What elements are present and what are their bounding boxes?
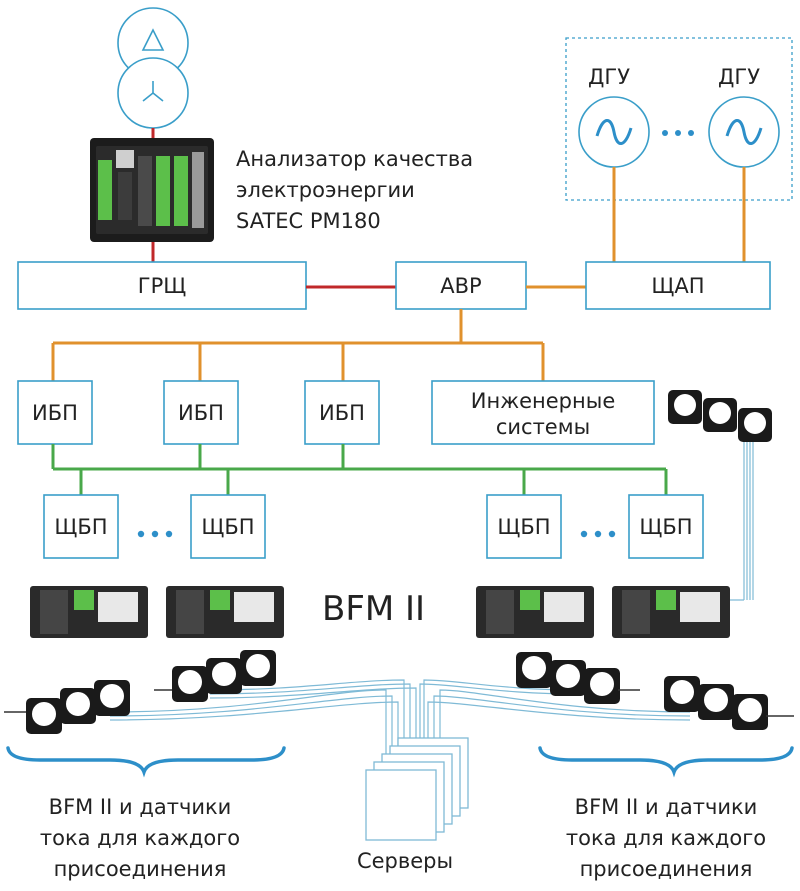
analyzer-label-line1: Анализатор качества xyxy=(236,147,473,171)
bfm-module-3 xyxy=(476,586,594,638)
transformer-symbol xyxy=(117,7,189,129)
current-sensors-bottom-center-left xyxy=(154,650,276,702)
shbp-label-2: ЩБП xyxy=(201,515,254,539)
engineering-systems-box xyxy=(431,380,655,445)
left-caption-line1: BFM II и датчики xyxy=(49,795,232,819)
shbp-box-1 xyxy=(43,494,119,559)
pm180-device-image xyxy=(90,138,214,242)
ibp-label-1: ИБП xyxy=(32,401,78,425)
ibp-box-3 xyxy=(304,380,380,445)
analyzer-label-line3: SATEC PM180 xyxy=(236,209,381,233)
ibp-label-3: ИБП xyxy=(319,401,365,425)
bfm-module-2 xyxy=(166,586,284,638)
engineering-systems-label-1: Инженерные xyxy=(471,389,616,413)
right-caption-line2: тока для каждого xyxy=(566,826,766,850)
current-sensors-bottom-right xyxy=(664,676,794,730)
generator-icon-2 xyxy=(708,96,780,168)
ibp-box-2 xyxy=(163,380,239,445)
right-caption-line1: BFM II и датчики xyxy=(575,795,758,819)
ellipsis-dots-left xyxy=(137,530,173,538)
analyzer-label-line2: электроэнергии xyxy=(236,178,415,202)
ellipsis-dots-right xyxy=(580,530,616,538)
servers-label: Серверы xyxy=(357,849,453,873)
shbp-label-1: ЩБП xyxy=(54,515,107,539)
right-brace xyxy=(538,746,794,778)
ibp-box-1 xyxy=(17,380,93,445)
current-sensors-bottom-center-right xyxy=(516,652,640,704)
grsh-label: ГРЩ xyxy=(138,274,186,298)
bfm-module-1 xyxy=(30,586,148,638)
current-sensors-bottom-left xyxy=(4,680,130,734)
dgu-group-frame xyxy=(565,37,793,201)
server-cabling xyxy=(109,679,691,760)
shbp-label-4: ЩБП xyxy=(639,515,692,539)
shap-label: ЩАП xyxy=(651,274,704,298)
avr-label: АВР xyxy=(440,274,481,298)
left-caption-line2: тока для каждого xyxy=(40,826,240,850)
shbp-box-4 xyxy=(628,494,704,559)
sensor-cable-right xyxy=(722,442,754,601)
generator-icon-1 xyxy=(578,96,650,168)
grsh-box xyxy=(17,261,307,310)
right-caption-line3: присоединения xyxy=(580,857,753,881)
dgu-label-2: ДГУ xyxy=(718,65,760,89)
left-brace xyxy=(6,746,286,778)
shbp-box-3 xyxy=(486,494,562,559)
shbp-box-2 xyxy=(190,494,266,559)
servers-stack-icon xyxy=(365,737,469,841)
shap-box xyxy=(585,261,771,310)
left-caption-line3: присоединения xyxy=(54,857,227,881)
dgu-label-1: ДГУ xyxy=(588,65,630,89)
current-sensors-top-right xyxy=(668,390,772,442)
engineering-systems-label-2: системы xyxy=(496,415,590,439)
bfm-module-4 xyxy=(612,586,730,638)
bfm-title: BFM II xyxy=(322,589,425,629)
ibp-label-2: ИБП xyxy=(178,401,224,425)
shbp-label-3: ЩБП xyxy=(497,515,550,539)
